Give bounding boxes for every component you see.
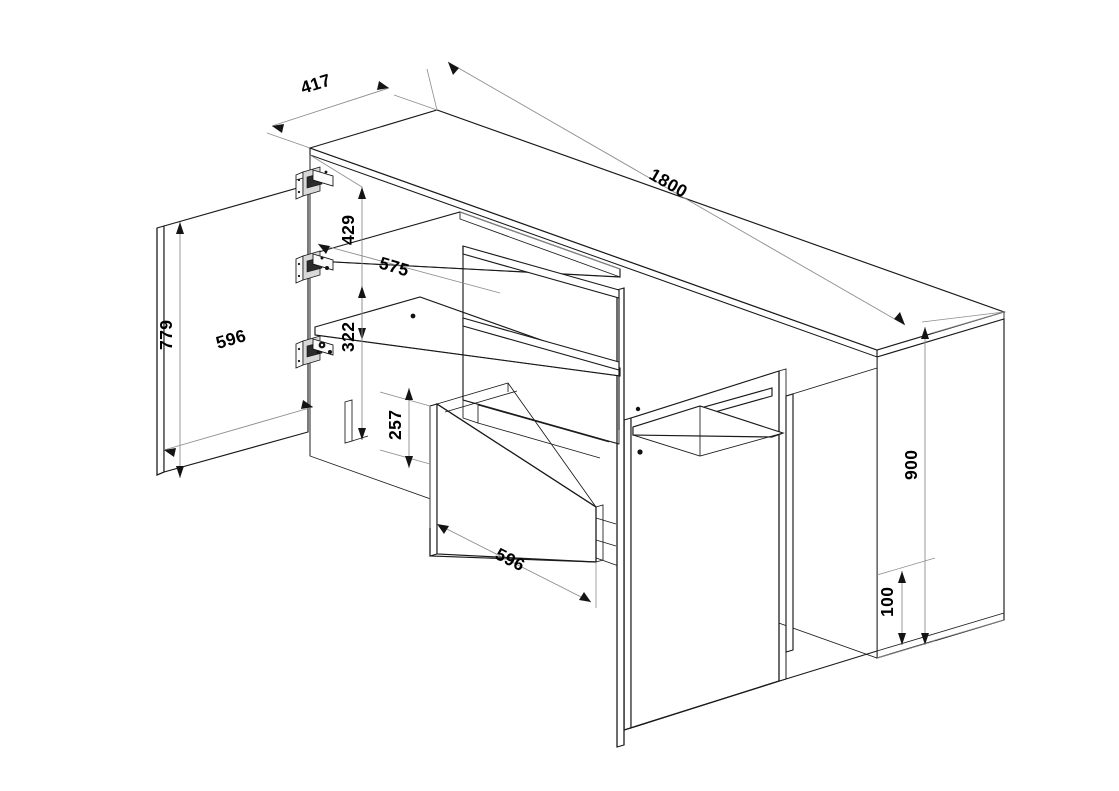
dimension-900: 900 — [901, 311, 1005, 645]
left-support-leg — [344, 399, 369, 444]
right-bay-shelf — [632, 387, 785, 457]
dimension-429: 429 — [309, 154, 366, 340]
dimension-label-900: 900 — [901, 450, 921, 480]
dimension-257: 257 — [379, 388, 431, 468]
door-hinge-top — [295, 166, 334, 200]
dimension-417: 417 — [266, 70, 438, 149]
drawer-runner-detail — [462, 400, 610, 459]
dimension-label-322: 322 — [338, 322, 358, 352]
dimension-779: 779 — [156, 222, 184, 478]
dimension-label-417: 417 — [298, 70, 333, 98]
door-hinge-bottom — [295, 335, 334, 369]
shelf-pin-hole — [410, 313, 416, 319]
center-divider-post — [616, 287, 625, 748]
right-door-panel-secondary — [785, 367, 878, 653]
dimension-100: 100 — [876, 557, 936, 659]
dimension-label-779: 779 — [156, 320, 176, 350]
cabinet-body — [308, 109, 1006, 748]
door-hinge-middle — [295, 250, 334, 284]
shelf-pin-hole — [635, 406, 641, 412]
dimension-label-429: 429 — [338, 215, 358, 245]
left-hinged-door-open — [156, 184, 309, 476]
cabinet-top-panel — [308, 109, 1006, 358]
dimension-label-257: 257 — [385, 410, 405, 440]
dimension-322: 322 — [338, 286, 366, 440]
middle-drawer — [462, 317, 620, 445]
shelf-pin-hole — [637, 449, 643, 455]
lower-internal-shelf — [314, 296, 621, 377]
dimension-label-100: 100 — [877, 587, 897, 617]
